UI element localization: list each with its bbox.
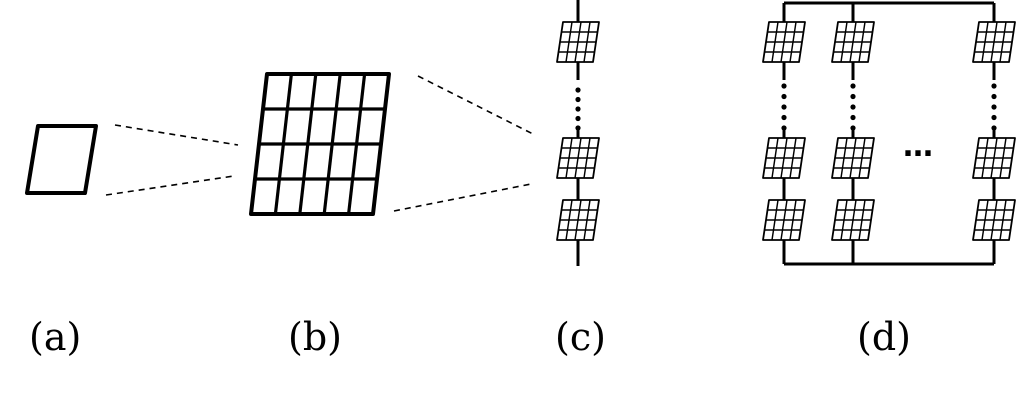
dashed-connectors-b-c bbox=[393, 75, 536, 212]
dot bbox=[781, 114, 787, 121]
small-panel bbox=[831, 199, 875, 241]
dot bbox=[991, 93, 997, 100]
vertical-ellipsis bbox=[781, 83, 787, 131]
array-string bbox=[762, 3, 806, 264]
small-panel bbox=[762, 137, 806, 179]
small-panel bbox=[762, 199, 806, 241]
dashed-connectors-a-b bbox=[105, 124, 239, 196]
small-panel bbox=[762, 21, 806, 63]
dot bbox=[781, 104, 787, 110]
array-d: … bbox=[762, 1, 1016, 266]
dot bbox=[781, 83, 787, 89]
dot bbox=[991, 114, 997, 121]
vertical-ellipsis bbox=[575, 87, 581, 131]
small-panel bbox=[972, 137, 1016, 179]
array-string bbox=[831, 3, 875, 264]
dot bbox=[850, 114, 856, 121]
dot bbox=[850, 93, 856, 100]
small-panel bbox=[972, 199, 1016, 241]
dot bbox=[991, 104, 997, 110]
module-grid bbox=[249, 72, 391, 216]
horizontal-ellipsis: … bbox=[903, 129, 933, 164]
dot bbox=[575, 106, 581, 112]
label-c: (c) bbox=[555, 315, 606, 359]
dot bbox=[575, 96, 581, 103]
array-string bbox=[972, 3, 1016, 264]
small-panel bbox=[831, 21, 875, 63]
cell-a bbox=[25, 124, 98, 195]
dot bbox=[850, 83, 856, 89]
dot bbox=[850, 104, 856, 110]
small-panel bbox=[972, 21, 1016, 63]
small-panel bbox=[556, 199, 600, 241]
vertical-ellipsis bbox=[850, 83, 856, 131]
label-a: (a) bbox=[29, 315, 82, 359]
small-panel bbox=[556, 137, 600, 179]
module-b bbox=[249, 72, 391, 216]
label-d: (d) bbox=[857, 315, 911, 359]
dot bbox=[781, 93, 787, 100]
string-c bbox=[556, 0, 600, 266]
dot bbox=[991, 83, 997, 89]
dot bbox=[575, 87, 581, 93]
label-b: (b) bbox=[288, 315, 342, 359]
vertical-ellipsis bbox=[991, 83, 997, 131]
small-panel bbox=[831, 137, 875, 179]
small-panel bbox=[556, 21, 600, 63]
dot bbox=[575, 115, 581, 122]
